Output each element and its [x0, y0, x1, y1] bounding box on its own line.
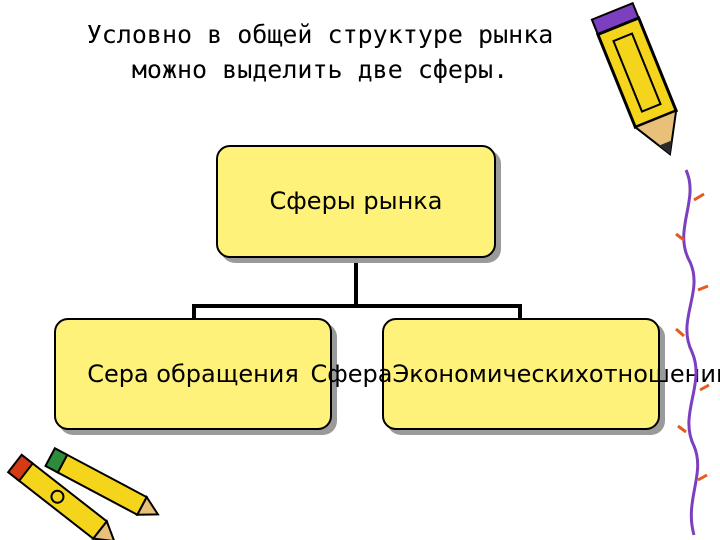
- child-node-right-line-1: Сфера: [310, 359, 393, 388]
- root-node-label: Сферы рынка: [269, 187, 443, 216]
- child-node-left-label: Сера обращения: [87, 359, 299, 388]
- child-node-right-line-2: Экономических: [392, 359, 589, 388]
- child-node-left: Сера обращения: [54, 318, 332, 430]
- child-node-right-line-3: отношений: [588, 359, 720, 388]
- title-line-2: можно выделить две сферы.: [131, 54, 509, 84]
- root-node: Сферы рынка: [216, 145, 496, 258]
- title-line-1: Условно в общей структуре рынка: [86, 20, 554, 49]
- slide-title: Условно в общей структуре рынка можно вы…: [40, 18, 600, 87]
- child-node-right: Сфера Экономических отношений: [310, 318, 720, 430]
